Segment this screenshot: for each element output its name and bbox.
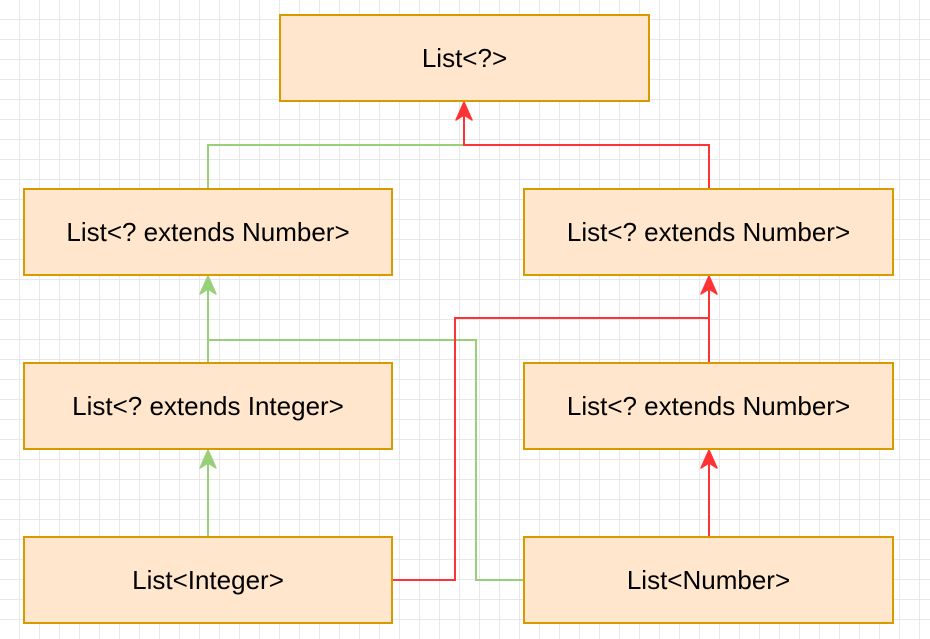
arrowhead-red-right-extends-number: [700, 275, 718, 295]
node-right-extends-number-2-label: List<? extends Number>: [566, 390, 851, 421]
arrowhead-green-left-extends-number: [199, 275, 217, 295]
edge-left-extends-number-to-list-wildcard: [207, 144, 464, 188]
arrowhead-green-extends-integer: [199, 449, 217, 469]
node-list-wildcard-label: List<?>: [421, 42, 508, 73]
edge-list-integer-to-right-extends-number: [393, 317, 709, 581]
node-left-extends-number[interactable]: List<? extends Number>: [23, 188, 393, 276]
edge-list-number-to-left-extends-number: [208, 339, 523, 581]
arrowhead-red-list-wildcard: [455, 101, 473, 121]
node-list-number[interactable]: List<Number>: [523, 536, 894, 624]
node-extends-integer[interactable]: List<? extends Integer>: [23, 362, 393, 450]
node-list-number-label: List<Number>: [626, 564, 791, 595]
node-right-extends-number-label: List<? extends Number>: [566, 216, 851, 247]
node-list-integer-label: List<Integer>: [132, 564, 284, 595]
node-list-wildcard[interactable]: List<?>: [279, 14, 650, 102]
node-extends-integer-label: List<? extends Integer>: [72, 390, 344, 421]
node-left-extends-number-label: List<? extends Number>: [66, 216, 350, 247]
edge-right-extends-number-to-list-wildcard: [463, 116, 710, 188]
node-right-extends-number[interactable]: List<? extends Number>: [523, 188, 894, 276]
arrowhead-red-right-extends-number-2: [700, 449, 718, 469]
node-list-integer[interactable]: List<Integer>: [23, 536, 393, 624]
node-right-extends-number-2[interactable]: List<? extends Number>: [523, 362, 894, 450]
